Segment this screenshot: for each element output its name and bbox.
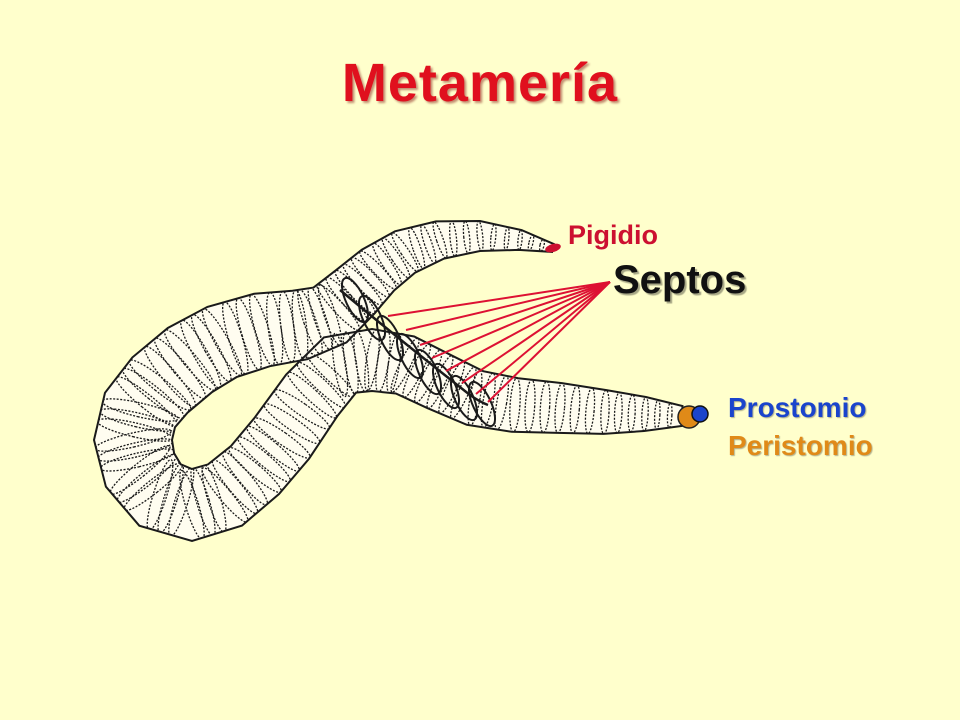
prostomio-marker [691, 405, 709, 423]
segment-ring [476, 221, 484, 252]
septa-rings [339, 276, 497, 428]
gut-tube [339, 289, 489, 407]
septos-leader-line [419, 281, 611, 346]
segment-ring [306, 351, 356, 399]
segment-ring [190, 466, 216, 537]
segment-ring [307, 286, 333, 351]
segment-ring [538, 238, 546, 252]
label-prostomio: Prostomio [728, 392, 867, 423]
segment-ring [426, 354, 454, 410]
septos-leader-line [487, 281, 611, 403]
label-septos: Septos [613, 258, 747, 302]
segment-ring [641, 396, 649, 432]
segment-ring [331, 332, 349, 398]
segment-ring [99, 408, 177, 432]
segment-ring [179, 469, 205, 541]
segment-ring [359, 250, 397, 290]
septos-leader-line [405, 281, 611, 331]
septos-leader-line [461, 281, 611, 384]
segment-ring [391, 232, 419, 272]
septos-leader-line [387, 281, 611, 317]
septum-ring [449, 374, 479, 422]
septos-leader-line [475, 281, 611, 395]
septum-ring [357, 294, 387, 342]
segment-ring [390, 337, 420, 393]
segment-ring [153, 337, 207, 400]
segment-ring [157, 462, 185, 535]
segment-ring [273, 388, 331, 430]
segment-ring [278, 290, 296, 363]
septos-leader-line [431, 281, 611, 359]
segment-ring [121, 367, 185, 419]
segment-ring [432, 221, 448, 259]
segment-ring [101, 398, 179, 422]
septos-leader-line [445, 281, 611, 372]
pigidio-marker [545, 243, 561, 253]
segment-ring [524, 379, 536, 433]
page-title: Metamería [341, 53, 619, 113]
segment-ring [517, 229, 523, 251]
segment-ring [666, 402, 673, 429]
segment-ring [317, 283, 343, 347]
segment-ring [115, 376, 179, 428]
segment-ring [143, 345, 197, 408]
segment-ring [96, 418, 174, 442]
segment-ring [163, 329, 217, 391]
segment-ring [128, 359, 192, 411]
label-peristomio: Peristomio [728, 430, 873, 461]
label-pigidio: Pigidio [568, 220, 658, 250]
septos-leader-lines [387, 281, 611, 403]
segment-ring [94, 428, 172, 452]
segment-ring [539, 380, 551, 434]
septum-ring [375, 314, 405, 362]
